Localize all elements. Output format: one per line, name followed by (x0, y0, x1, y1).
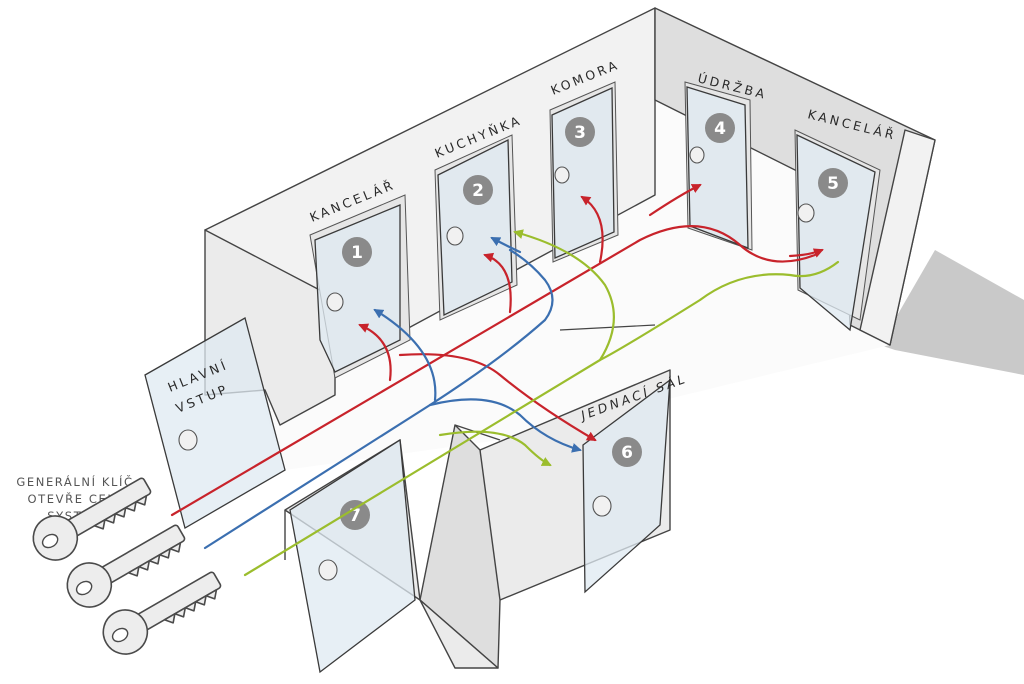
wall-edge (559, 324, 656, 331)
door-number-6: 6 (621, 443, 633, 463)
green-key[interactable] (95, 560, 228, 662)
green-path-to-door-2 (513, 229, 615, 362)
door-2[interactable] (437, 138, 513, 317)
door-number-7: 7 (349, 506, 361, 526)
door-handle-4 (689, 146, 705, 164)
door-4[interactable] (686, 86, 749, 249)
red-path-to-door-1 (358, 323, 392, 382)
red-path-to-door-3 (580, 195, 604, 264)
door-number-4: 4 (714, 119, 726, 139)
door-6[interactable] (582, 378, 671, 594)
door-7[interactable] (289, 438, 416, 674)
door-handle-7 (318, 559, 338, 581)
door-number-2: 2 (472, 181, 484, 201)
blue-key-path (203, 248, 554, 550)
main-entrance-handle (178, 429, 198, 451)
door-badge-1: 1 (342, 237, 372, 267)
right-wall (859, 129, 936, 346)
door-handle-2 (446, 226, 464, 246)
door-number-1: 1 (351, 243, 363, 263)
master-key-caption-line2: OTEVŘE CELÝ (28, 491, 123, 506)
green-key-path (243, 260, 840, 577)
door-badge-6: 6 (612, 437, 642, 467)
door-handle-6 (592, 495, 612, 517)
red-path-to-door-6 (398, 353, 597, 442)
green-path-to-door-6 (438, 430, 552, 467)
red-key[interactable] (25, 466, 158, 568)
red-path-to-door-4 (648, 183, 702, 217)
blue-key[interactable] (59, 513, 192, 615)
door-handle-1 (326, 292, 344, 312)
blue-path-to-door-6 (428, 398, 582, 453)
door-badge-4: 4 (705, 113, 735, 143)
door-5[interactable] (796, 133, 876, 332)
door-number-5: 5 (827, 174, 839, 194)
red-key-path (170, 225, 817, 517)
door-badge-7: 7 (340, 500, 370, 530)
red-path-to-door-2 (483, 252, 512, 314)
door-badge-5: 5 (818, 168, 848, 198)
door-number-3: 3 (574, 123, 586, 143)
main-entrance-door[interactable] (144, 317, 286, 529)
door-handle-5 (797, 203, 815, 223)
door-1[interactable] (314, 204, 401, 373)
meeting-room-side-wall (419, 424, 501, 669)
door-badge-2: 2 (463, 175, 493, 205)
blue-path-to-door-2 (490, 236, 522, 254)
red-path-to-door-5 (788, 248, 824, 258)
building-shadow (880, 250, 1024, 375)
blue-path-to-door-1 (373, 308, 437, 402)
door-badge-3: 3 (565, 117, 595, 147)
master-key-caption-line1: GENERÁLNÍ KLÍČ (16, 474, 133, 489)
door-handle-3 (554, 166, 570, 184)
